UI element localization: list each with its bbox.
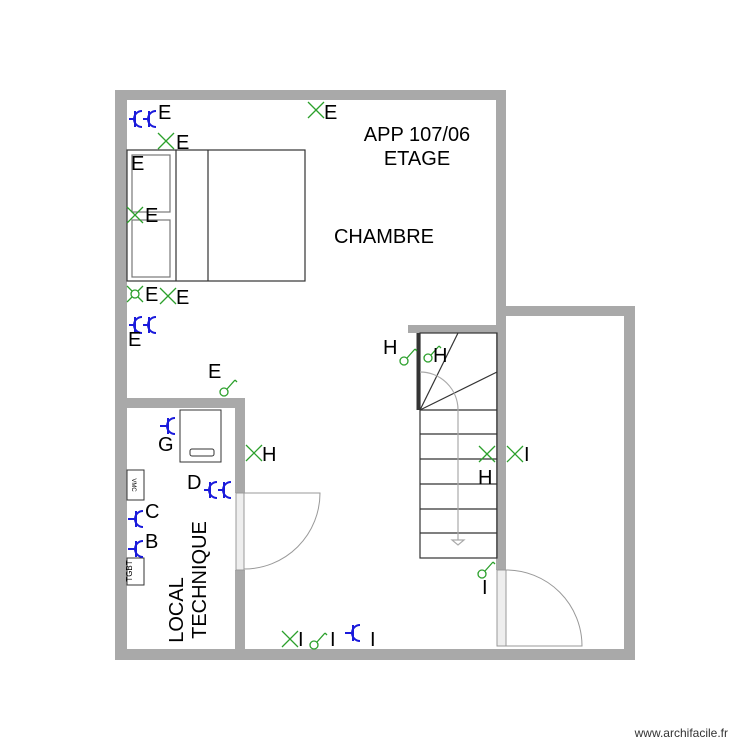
circuit-label: E [324,102,337,124]
socket-icon [128,510,144,528]
symbol-group: C [128,501,159,528]
room-label-local-2: TECHNIQUE [189,521,211,639]
boiler [179,409,222,463]
light-point-icon [281,630,299,648]
wall-local-right-upper [235,398,245,493]
light-point-icon [245,444,263,462]
tgbt-label: TGBT [125,560,134,581]
symbol-group: I [309,629,336,651]
double-socket-icon [129,316,157,334]
circuit-label: I [370,629,376,651]
light-point-icon [126,206,144,224]
symbol-group: E [129,102,171,128]
symbol-group: E [208,361,238,397]
double-socket-icon [204,481,232,499]
switch-icon [219,379,238,397]
switch-icon [399,348,418,366]
circuit-label: H [383,337,397,359]
symbol-group: D [187,472,232,499]
circuit-label: I [482,577,488,599]
door-right [496,569,583,647]
light-point-icon [478,445,496,463]
circuit-label: E [145,284,158,306]
circuit-label: D [187,472,201,494]
circuit-label: E [145,205,158,227]
vmc-box: VMC [126,469,145,501]
circuit-label: E [128,329,141,351]
circuit-label: H [262,444,276,466]
circuit-label: E [208,361,221,383]
wall-local-right-lower [235,570,245,655]
apartment-title: APP 107/06 [364,124,470,146]
symbol-group: E [159,287,189,309]
symbol-group: I [506,444,530,466]
circuit-label: H [478,467,492,489]
door-local [235,492,321,571]
double-socket-icon [129,110,157,128]
wall-stair-top [408,325,498,333]
symbol-group: E [307,101,337,124]
symbol-group: H [245,444,276,466]
bed [126,149,306,282]
vmc-label: VMC [130,478,136,492]
symbol-group: B [128,531,158,558]
light-point-icon [307,101,325,119]
wall-local-top [115,398,245,408]
symbol-group: H [478,445,496,489]
switch-icon [309,632,328,650]
symbol-group: E [128,316,157,351]
circuit-label: I [298,629,304,651]
light-point-icon [159,287,177,305]
symbol-group: H [383,337,418,366]
double-switch-icon [126,285,144,303]
staircase [416,332,498,559]
symbol-group: I [477,561,496,599]
switch-icon [477,561,496,579]
circuit-label: H [433,345,447,367]
circuit-label: C [145,501,159,523]
symbol-group: H [423,345,447,367]
wall-left [115,90,127,660]
circuit-label: I [524,444,530,466]
light-point-icon [157,132,175,150]
circuit-label: E [158,102,171,124]
walls [115,90,635,660]
symbol-group: E [131,153,144,175]
room-label-chambre: CHAMBRE [334,226,434,248]
wall-chambre-right [496,90,506,570]
wall-top [115,90,506,100]
symbol-group: G [158,417,176,456]
symbol-group: I [345,624,376,651]
circuit-label: E [176,287,189,309]
light-point-icon [506,445,524,463]
circuit-label: E [176,132,189,154]
floor-label: ETAGE [384,148,450,170]
switch-icon [423,345,442,363]
wall-right-room-top [496,306,635,316]
wall-right [624,306,635,660]
circuit-label: G [158,434,174,456]
socket-icon [128,540,144,558]
circuit-label: E [131,153,144,175]
room-label-local-1: LOCAL [166,577,188,643]
watermark: www.archifacile.fr [634,726,728,740]
symbol-group: E [157,132,189,154]
wall-bottom [115,649,635,660]
symbol-group: E [126,205,158,227]
circuit-label: I [330,629,336,651]
socket-icon [345,624,361,642]
tgbt-box: TGBT [125,557,145,586]
circuit-label: B [145,531,158,553]
symbol-group: I [281,629,304,651]
symbol-group: E [126,284,158,306]
socket-icon [160,417,176,435]
